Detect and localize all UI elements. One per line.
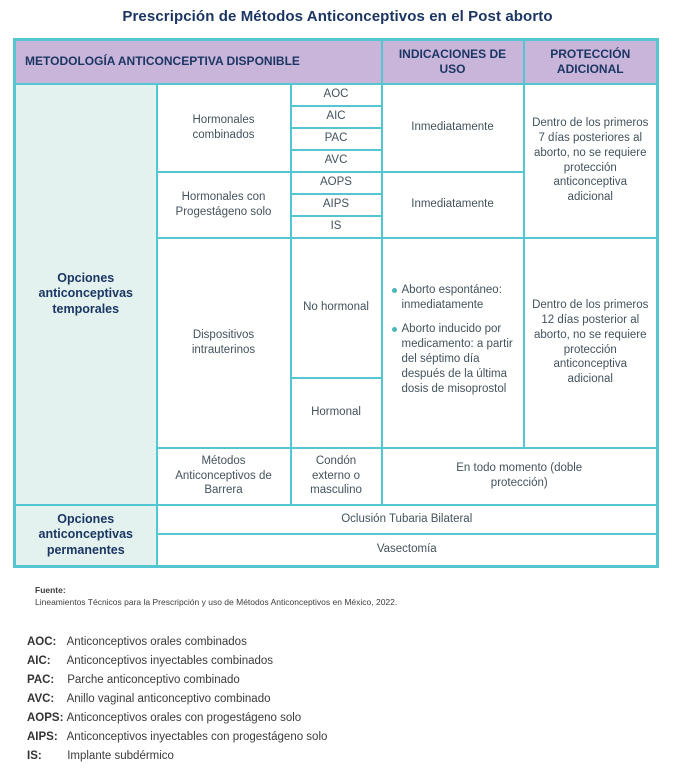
glossary-row: AOPS: Anticonceptivos orales con progest…: [27, 709, 675, 728]
contraception-table: METODOLOGÍA ANTICONCEPTIVA DISPONIBLE IN…: [13, 38, 659, 568]
method-condon: Condón externo o masculino: [289, 446, 383, 506]
glossary-definition: Implante subdérmico: [67, 749, 174, 762]
indication-progestageno: Inmediatamente: [380, 170, 525, 239]
glossary-definition: Anillo vaginal anticonceptivo combinado: [66, 692, 271, 705]
method-aoc: AOC: [289, 82, 383, 107]
indication-hormonales-combinados: Inmediatamente: [380, 82, 525, 173]
bullet-icon: [391, 288, 397, 294]
method-aic: AIC: [289, 104, 383, 129]
indication-diu: Aborto espontáneo: inmediatamente Aborto…: [380, 236, 525, 449]
glossary-row: AVC: Anillo vaginal anticonceptivo combi…: [27, 690, 675, 709]
diu-indication-text: Aborto espontáneo: inmediatamente: [401, 284, 502, 312]
method-vasectomia: Vasectomía: [155, 532, 659, 568]
glossary-definition: Parche anticonceptivo combinado: [67, 673, 240, 686]
header-protection-text: PROTECCIÓN ADICIONAL: [550, 46, 631, 76]
glossary-row: AOC: Anticonceptivos orales combinados: [27, 633, 675, 652]
glossary-row: PAC: Parche anticonceptivo combinado: [27, 671, 675, 690]
protection-7-days: Dentro de los primeros 7 días posteriore…: [522, 82, 659, 239]
method-avc: AVC: [289, 148, 383, 173]
group-barrera: Métodos Anticonceptivos de Barrera: [155, 446, 292, 506]
source-text: Lineamientos Técnicos para la Prescripci…: [35, 597, 398, 608]
glossary-definition: Anticonceptivos inyectables combinados: [66, 654, 274, 667]
method-oclusion-tubaria: Oclusión Tubaria Bilateral: [155, 503, 659, 535]
glossary-definition: Anticonceptivos orales con progestágeno …: [66, 711, 302, 724]
glossary-row: AIPS: Anticonceptivos inyectables con pr…: [27, 728, 675, 747]
header-methodology: METODOLOGÍA ANTICONCEPTIVA DISPONIBLE: [13, 38, 383, 85]
diu-indication-item: Aborto inducido por medicamento: a parti…: [391, 322, 517, 397]
category-permanentes: Opciones anticonceptivas permanentes: [13, 503, 158, 568]
glossary-row: AIC: Anticonceptivos inyectables combina…: [27, 652, 675, 671]
protection-12-days: Dentro de los primeros 12 días posterior…: [522, 236, 659, 449]
source-label: Fuente:: [35, 585, 66, 595]
group-dispositivos-intrauterinos: Dispositivos intrauterinos: [155, 236, 292, 449]
glossary-term: AOPS:: [27, 711, 64, 724]
group-hormonales-combinados: Hormonales combinados: [155, 82, 292, 173]
method-is: IS: [289, 214, 383, 239]
source-note: Fuente: Lineamientos Técnicos para la Pr…: [35, 584, 675, 609]
bullet-icon: [391, 327, 397, 333]
group-progestageno-solo: Hormonales con Progestágeno solo: [155, 170, 292, 239]
header-indications: INDICACIONES DE USO: [380, 38, 525, 85]
glossary-term: AOC:: [27, 635, 57, 648]
diu-indication-item: Aborto espontáneo: inmediatamente: [391, 283, 517, 313]
glossary-definition: Anticonceptivos inyectables con progestá…: [66, 730, 328, 743]
method-aops: AOPS: [289, 170, 383, 195]
category-temporales: Opciones anticonceptivas temporales: [13, 82, 158, 506]
glossary: AOC: Anticonceptivos orales combinados A…: [27, 633, 675, 766]
header-protection: PROTECCIÓN ADICIONAL: [522, 38, 659, 85]
page-title: Prescripción de Métodos Anticonceptivos …: [122, 8, 553, 25]
method-diu-no-hormonal: No hormonal: [289, 236, 383, 379]
header-indications-text: INDICACIONES DE USO: [398, 46, 507, 76]
glossary-term: AVC:: [27, 692, 55, 705]
indication-barrera-text: En todo momento (doble protección): [456, 462, 583, 489]
glossary-term: PAC:: [27, 673, 55, 686]
glossary-term: AIPS:: [27, 730, 58, 743]
glossary-row: IS: Implante subdérmico: [27, 747, 675, 766]
glossary-term: IS:: [27, 749, 42, 762]
glossary-definition: Anticonceptivos orales combinados: [66, 635, 247, 648]
method-diu-hormonal: Hormonal: [289, 376, 383, 449]
glossary-term: AIC:: [27, 654, 51, 667]
method-aips: AIPS: [289, 192, 383, 217]
diu-indication-text: Aborto inducido por medicamento: a parti…: [401, 323, 513, 395]
indication-barrera: En todo momento (doble protección): [380, 446, 659, 506]
method-pac: PAC: [289, 126, 383, 151]
